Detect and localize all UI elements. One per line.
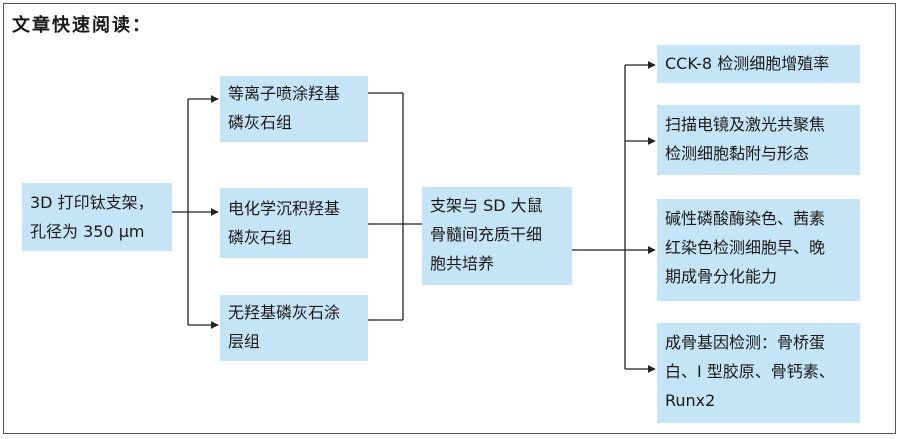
- outcome-line: 红染色检测细胞早、晚: [665, 238, 826, 257]
- outcome-line: 期成骨分化能力: [665, 267, 778, 286]
- group-line: 层组: [228, 332, 261, 351]
- group-box-plasma-spray: 等离子喷涂羟基 磷灰石组: [220, 76, 368, 142]
- group-line: 磷灰石组: [228, 113, 293, 132]
- outcome-box-staining: 碱性磷酸酶染色、茜素 红染色检测细胞早、晚 期成骨分化能力: [657, 199, 860, 301]
- coculture-box: 支架与 SD 大鼠 骨髓间充质干细 胞共培养: [422, 187, 572, 285]
- group-box-electrochemical: 电化学沉积羟基 磷灰石组: [220, 188, 368, 258]
- source-line: 孔径为 350 μm: [30, 222, 145, 241]
- coculture-line: 胞共培养: [430, 254, 495, 273]
- coculture-line: 骨髓间充质干细: [430, 225, 543, 244]
- outcome-box-sem-confocal: 扫描电镜及激光共聚焦 检测细胞黏附与形态: [657, 105, 860, 175]
- group-line: 电化学沉积羟基: [228, 199, 341, 218]
- group-box-no-coating: 无羟基磷灰石涂 层组: [220, 295, 368, 361]
- group-line: 等离子喷涂羟基: [228, 84, 341, 103]
- outcome-line: 白、I 型胶原、骨钙素、: [665, 362, 835, 381]
- coculture-line: 支架与 SD 大鼠: [430, 196, 543, 215]
- source-line: 3D 打印钛支架，: [30, 193, 154, 212]
- outcome-line: 成骨基因检测：骨桥蛋: [665, 333, 826, 352]
- group-line: 磷灰石组: [228, 228, 293, 247]
- outcome-line: 检测细胞黏附与形态: [665, 144, 810, 163]
- diagram-frame: [3, 3, 896, 434]
- group-line: 无羟基磷灰石涂: [228, 303, 341, 322]
- outcome-line: 扫描电镜及激光共聚焦: [665, 115, 826, 134]
- outcome-box-cck8: CCK-8 检测细胞增殖率: [657, 45, 860, 83]
- outcome-box-gene-detection: 成骨基因检测：骨桥蛋 白、I 型胶原、骨钙素、 Runx2: [657, 323, 860, 423]
- source-box: 3D 打印钛支架， 孔径为 350 μm: [22, 183, 172, 251]
- outcome-line: CCK-8 检测细胞增殖率: [665, 54, 830, 73]
- diagram-title: 文章快速阅读：: [12, 15, 152, 36]
- outcome-line: Runx2: [665, 391, 716, 410]
- outcome-line: 碱性磷酸酶染色、茜素: [665, 209, 826, 228]
